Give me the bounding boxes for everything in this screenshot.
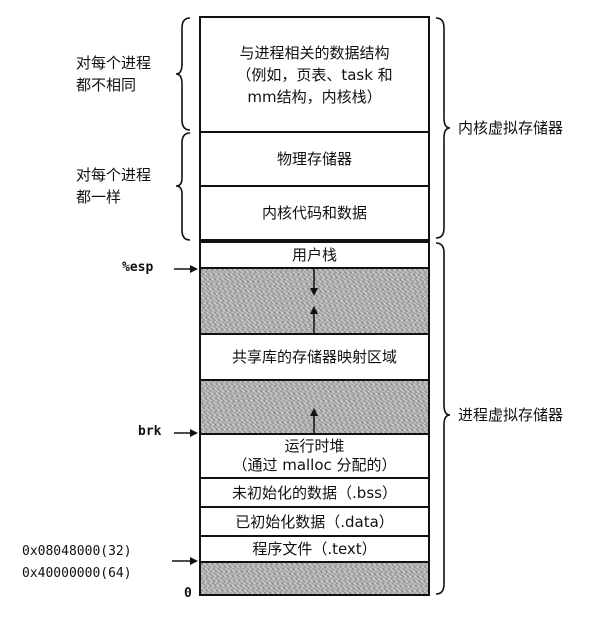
address-arrowhead [190,557,198,565]
user-stack-label: 用户栈 [291,246,337,264]
heap-label: 运行时堆 [284,437,345,455]
text-label: 程序文件（.text） [252,540,377,558]
kernel-process-data-block: 与进程相关的数据结构 （例如，页表、task 和 mm结构，内核栈） [199,18,430,131]
kernel-process-data-line1: 与进程相关的数据结构 [239,43,390,62]
kernel-vm-label: 内核虚拟存储器 [458,119,564,137]
stack-growth-arrowhead [310,288,318,296]
divider [199,185,430,187]
left-brace-shared [175,132,191,241]
divider [199,561,430,563]
brk-label: brk [138,424,162,439]
shared-label-line2: 都一样 [76,188,122,206]
divider [199,379,430,381]
kernel-user-divider [199,239,430,243]
heap-growth-arrowhead [310,408,318,416]
left-brace-per-process [175,17,191,131]
divider [199,506,430,508]
address-64-label: 0x40000000(64) [22,566,132,581]
divider [199,535,430,537]
heap-sublabel: （通过 malloc 分配的） [232,456,397,474]
heap-block: 运行时堆 （通过 malloc 分配的） [199,435,430,477]
kernel-process-data-line2: （例如，页表、task 和 [236,65,393,84]
shared-label: 对每个进程 都一样 [76,164,151,208]
address-32-label: 0x08048000(32) [22,544,132,559]
mmap-growth-arrowhead [310,306,318,314]
physical-memory-block: 物理存储器 [199,133,430,185]
text-block: 程序文件（.text） [199,537,430,561]
divider [199,594,430,596]
shared-library-block: 共享库的存储器映射区域 [199,335,430,379]
per-process-label-line1: 对每个进程 [76,54,152,72]
kernel-code-label: 内核代码和数据 [261,204,367,222]
bss-label: 未初始化的数据（.bss） [232,483,397,502]
right-brace-process [435,242,451,595]
address-zero-label: 0 [184,586,192,601]
right-brace-kernel [435,17,451,239]
divider [199,267,430,269]
per-process-label: 对每个进程 都不相同 [76,52,151,96]
data-label: 已初始化数据（.data） [235,512,394,531]
esp-arrowhead [190,265,198,273]
shared-library-label: 共享库的存储器映射区域 [231,348,397,366]
per-process-label-line2: 都不相同 [76,76,137,94]
divider [199,477,430,479]
divider [199,333,430,335]
divider [199,16,430,18]
brk-arrowhead [190,429,198,437]
divider [199,131,430,133]
kernel-code-block: 内核代码和数据 [199,187,430,239]
process-vm-label: 进程虚拟存储器 [458,406,564,424]
physical-memory-label: 物理存储器 [276,150,352,168]
bss-block: 未初始化的数据（.bss） [199,479,430,506]
user-stack-block: 用户栈 [199,243,430,267]
kernel-process-data-line3: mm结构，内核栈） [247,87,382,106]
divider [199,433,430,435]
esp-label: %esp [122,260,154,275]
data-block: 已初始化数据（.data） [199,508,430,535]
reserved-region [199,563,430,594]
shared-label-line1: 对每个进程 [76,166,152,184]
